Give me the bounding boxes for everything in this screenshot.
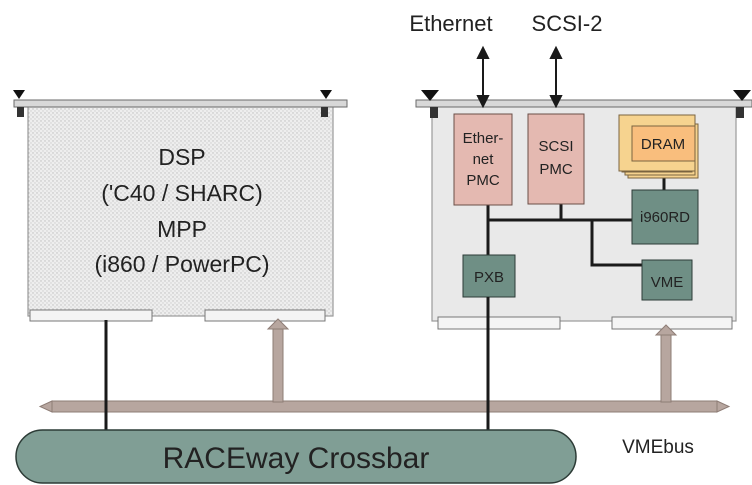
io-vmebus-link <box>654 324 678 403</box>
dsp-vmebus-link <box>266 318 290 403</box>
dsp-mpp-board: DSP ('C40 / SHARC) MPP (i860 / PowerPC) <box>13 90 348 322</box>
scsi-pmc-label: PMC <box>539 161 573 178</box>
board-connector <box>204 309 326 322</box>
ethernet-pmc-label: Ether- <box>463 130 504 147</box>
ejector-handle-icon <box>320 90 332 117</box>
i960rd-label: i960RD <box>640 209 690 226</box>
board-connector <box>29 309 153 322</box>
dram-module: DRAM <box>618 114 699 179</box>
vmebus-label: VMEbus <box>622 437 694 458</box>
scsi-pmc-label: SCSI <box>538 138 573 155</box>
raceway-crossbar: RACEway Crossbar <box>15 429 577 484</box>
ejector-handle-icon <box>733 90 751 118</box>
mpp-label: MPP <box>157 216 207 242</box>
dsp-chips-label: ('C40 / SHARC) <box>101 180 263 206</box>
pxb-bridge: PXB <box>462 254 516 298</box>
scsi-link <box>549 45 563 109</box>
vme-interface: VME <box>641 259 693 301</box>
board-connector <box>611 316 733 330</box>
dsp-label: DSP <box>158 144 205 170</box>
vmebus-backplane <box>38 400 731 413</box>
board-connector <box>437 316 561 330</box>
io-board-wiring <box>486 178 666 267</box>
ethernet-pmc-module: Ether- net PMC <box>453 113 513 206</box>
ejector-handle-icon <box>421 90 439 118</box>
raceway-label: RACEway Crossbar <box>163 442 430 475</box>
ethernet-label: Ethernet <box>409 11 492 36</box>
scsi-label: SCSI-2 <box>532 11 603 36</box>
ethernet-pmc-label: PMC <box>466 172 500 189</box>
ejector-handle-icon <box>13 90 25 117</box>
pxb-label: PXB <box>474 269 504 286</box>
ethernet-pmc-label: net <box>473 151 495 168</box>
vme-label: VME <box>651 274 684 291</box>
dram-label: DRAM <box>641 136 685 153</box>
i960rd-processor: i960RD <box>631 189 699 245</box>
ethernet-link <box>476 45 490 109</box>
scsi-pmc-module: SCSI PMC <box>527 113 585 205</box>
mpp-chips-label: (i860 / PowerPC) <box>94 251 269 277</box>
